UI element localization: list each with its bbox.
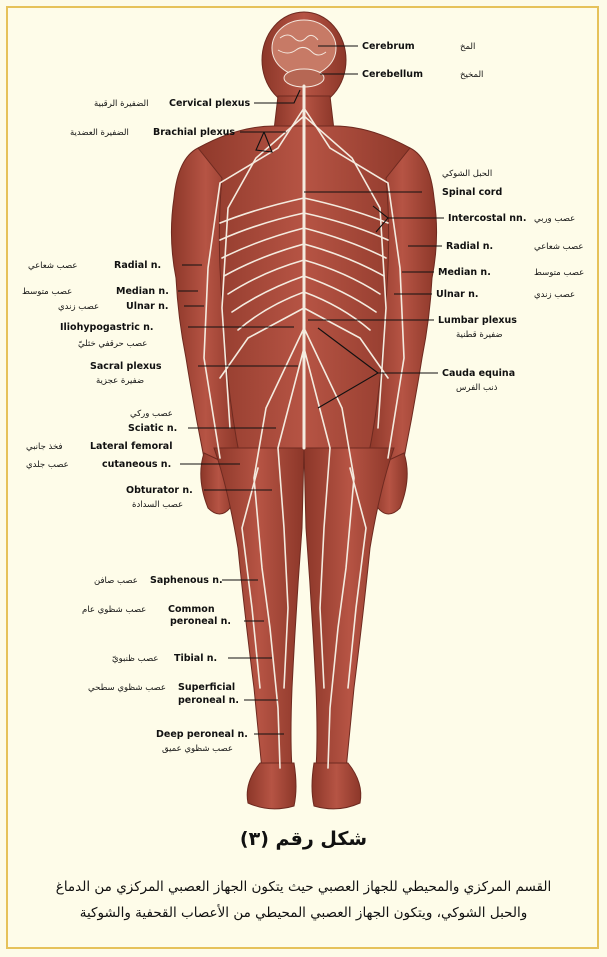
label-median-right-ar: عصب متوسط xyxy=(534,268,584,278)
caption-line-2: والحبل الشوكي، ويتكون الجهاز العصبي المح… xyxy=(20,900,587,926)
label-cervical-plexus: Cervical plexus xyxy=(169,98,251,109)
label-lateral-femoral-1: Lateral femoral xyxy=(90,441,172,452)
label-median-left: Median n. xyxy=(116,286,169,297)
cerebellum-shape xyxy=(284,69,324,87)
right-foot xyxy=(312,763,361,809)
label-iliohypogastric-ar: عصب حرقفي خثليّ xyxy=(78,339,147,349)
label-radial-right-ar: عصب شعاعي xyxy=(534,242,583,252)
label-tibial-ar: عصب ظنبويّ xyxy=(112,654,158,664)
label-obturator-ar: عصب السدادة xyxy=(132,500,183,510)
label-deep-peroneal-ar: عصب شظوي عميق xyxy=(162,744,233,754)
left-foot xyxy=(247,763,296,809)
label-common-peroneal-ar: عصب شظوي عام xyxy=(82,605,146,615)
label-ulnar-right: Ulnar n. xyxy=(436,289,479,300)
label-ulnar-left: Ulnar n. xyxy=(126,301,169,312)
label-brachial-plexus-ar: الضفيرة العضدية xyxy=(70,128,129,138)
label-superficial-peroneal-1: Superficial xyxy=(178,682,235,693)
label-tibial: Tibial n. xyxy=(174,653,217,664)
label-cerebrum: Cerebrum xyxy=(362,41,415,52)
label-common-peroneal-1: Common xyxy=(168,604,215,615)
left-leg xyxy=(214,448,304,770)
label-cervical-plexus-ar: الضفيرة الرقبية xyxy=(94,99,148,109)
label-ulnar-right-ar: عصب زندي xyxy=(534,290,575,300)
label-lumbar-plexus: Lumbar plexus xyxy=(438,315,517,326)
label-cerebellum-ar: المخيخ xyxy=(460,70,483,80)
label-common-peroneal-2: peroneal n. xyxy=(170,616,231,627)
label-lateral-femoral-2: cutaneous n. xyxy=(102,459,171,470)
label-median-right: Median n. xyxy=(438,267,491,278)
label-lumbar-plexus-ar: ضفيرة قطنية xyxy=(456,330,503,340)
nervous-system-diagram: Cerebrum المخ Cerebellum المخيخ الضفيرة … xyxy=(8,8,599,824)
label-saphenous-ar: عصب صافن xyxy=(94,576,138,586)
label-superficial-peroneal-2: peroneal n. xyxy=(178,695,239,706)
label-sacral-plexus: Sacral plexus xyxy=(90,361,162,372)
label-superficial-peroneal-ar: عصب شظوي سطحي xyxy=(88,683,166,693)
label-intercostal: Intercostal nn. xyxy=(448,213,526,224)
label-obturator: Obturator n. xyxy=(126,485,193,496)
figure-caption: القسم المركزي والمحيطي للجهاز العصبي حيث… xyxy=(20,874,587,926)
label-sacral-plexus-ar: ضفيرة عجزية xyxy=(96,376,144,386)
right-leg xyxy=(304,448,394,770)
label-radial-left: Radial n. xyxy=(114,260,161,271)
label-radial-right: Radial n. xyxy=(446,241,493,252)
label-cerebellum: Cerebellum xyxy=(362,69,423,80)
label-cerebrum-ar: المخ xyxy=(460,42,475,52)
label-lateral-femoral-ar1: فخذ جانبي xyxy=(26,442,63,452)
label-spinal-cord: Spinal cord xyxy=(442,187,502,198)
label-sciatic-ar: عصب وركي xyxy=(130,409,173,419)
label-radial-left-ar: عصب شعاعي xyxy=(28,261,77,271)
label-median-left-ar: عصب متوسط xyxy=(22,287,72,297)
label-cauda-equina: Cauda equina xyxy=(442,368,515,379)
figure-number: شكل رقم (٣) xyxy=(0,828,607,850)
label-ulnar-left-ar: عصب زندي xyxy=(58,302,99,312)
label-brachial-plexus: Brachial plexus xyxy=(153,127,235,138)
label-lateral-femoral-ar2: عصب جلدي xyxy=(26,460,69,470)
label-iliohypogastric: Iliohypogastric n. xyxy=(60,322,154,333)
label-intercostal-ar: عصب وربي xyxy=(534,214,575,224)
label-spinal-cord-ar: الحبل الشوكي xyxy=(442,169,492,179)
label-saphenous: Saphenous n. xyxy=(150,575,223,586)
label-deep-peroneal: Deep peroneal n. xyxy=(156,729,248,740)
caption-line-1: القسم المركزي والمحيطي للجهاز العصبي حيث… xyxy=(20,874,587,900)
label-sciatic: Sciatic n. xyxy=(128,423,177,434)
label-cauda-equina-ar: ذنب الفرس xyxy=(456,383,498,393)
